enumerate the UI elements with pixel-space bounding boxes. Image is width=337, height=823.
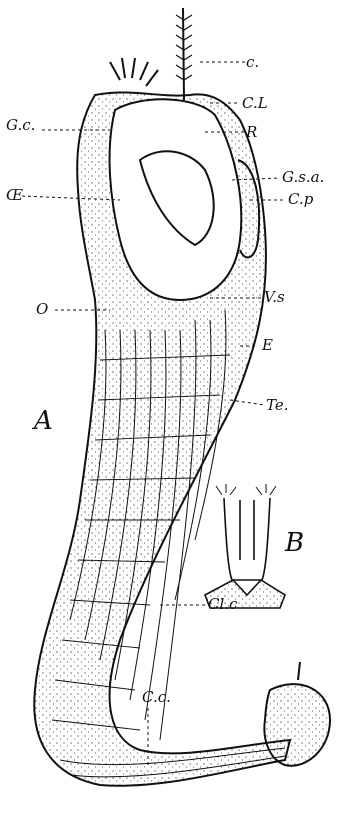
label-c: c.	[246, 55, 259, 70]
inset-inner	[240, 500, 254, 560]
figure-b-inset	[205, 484, 285, 608]
label-clc: Cl.c	[208, 597, 237, 612]
label-cp: C.p	[288, 192, 313, 207]
label-o: O	[36, 302, 48, 317]
label-r: R	[246, 125, 257, 140]
label-b: B	[285, 530, 304, 556]
label-gc: G.c.	[6, 118, 35, 133]
inset-body	[224, 498, 270, 580]
foot-disk	[264, 684, 330, 766]
label-vs: V.s	[264, 290, 285, 305]
inset-cilia	[216, 484, 276, 495]
label-oe: Œ	[6, 188, 23, 203]
label-te: Te.	[266, 398, 289, 413]
dorsal-antenna	[183, 8, 184, 100]
label-cc: C.c.	[142, 690, 171, 705]
corona-tuft	[110, 58, 158, 86]
foot-spine	[298, 662, 300, 680]
label-gsa: G.s.a.	[282, 170, 324, 185]
label-e: E	[262, 338, 273, 353]
label-cl: C.L	[242, 96, 268, 111]
label-a: A	[34, 408, 53, 434]
